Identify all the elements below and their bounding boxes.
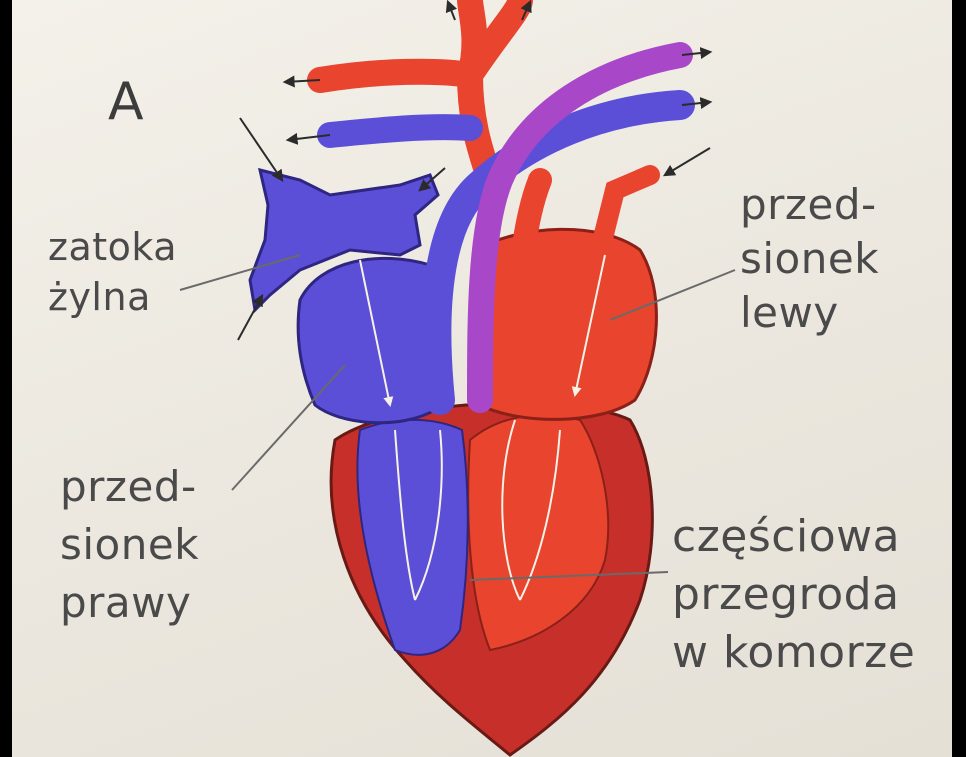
arrow-top-left: [448, 2, 455, 20]
leader-right-atrium: [232, 365, 345, 490]
panel-letter: A: [108, 72, 144, 132]
arrow-pulmonary-in: [665, 148, 710, 175]
label-sinus-venosus: zatoka żylna: [48, 222, 177, 322]
left-atrium: [472, 229, 657, 419]
blue-vessel-left: [330, 127, 470, 135]
arrow-sinus-in-bottom: [238, 296, 262, 340]
label-left-atrium: przed- sionek lewy: [740, 178, 879, 340]
label-ventricle-septum: częściowa przegroda w komorze: [672, 508, 915, 682]
pulmonary-vein: [600, 175, 650, 250]
red-aortic-arch: [320, 0, 520, 180]
label-right-atrium: przed- sionek prawy: [60, 458, 199, 632]
